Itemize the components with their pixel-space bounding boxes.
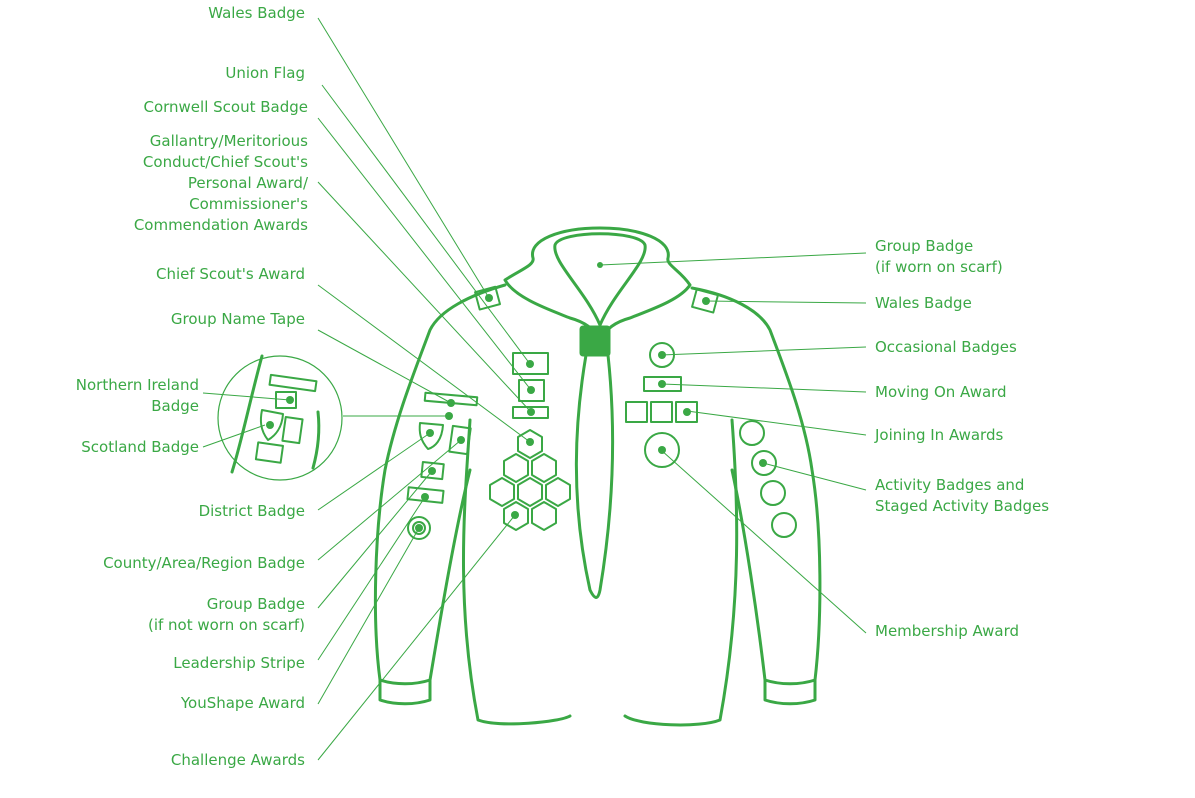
inset-circle [217,355,343,481]
label-group-name-tape: Group Name Tape [170,310,305,328]
label-challenge: Challenge Awards [170,751,305,769]
label-group-badge-scarf: Group Badge (if worn on scarf) [875,237,1003,276]
label-joining-in: Joining In Awards [875,426,1004,444]
label-membership: Membership Award [875,622,1020,640]
label-union-flag: Union Flag [225,64,305,82]
badge-dots [266,262,767,532]
collar [503,226,692,342]
label-wales-badge-right: Wales Badge [875,294,972,312]
label-leadership: Leadership Stripe [173,654,305,672]
label-activity: Activity Badges and Staged Activity Badg… [875,476,1050,515]
collar-inner [553,232,647,327]
label-cornwell: Cornwell Scout Badge [143,98,308,116]
label-group-badge-no-scarf: Group Badge (if not worn on scarf) [147,595,305,634]
label-northern-ireland: Northern Ireland Badge [75,376,199,415]
shirt-outline [373,283,507,706]
scarf [574,353,614,599]
label-moving-on: Moving On Award [875,383,1007,401]
label-youshape: YouShape Award [180,694,305,712]
label-chief-scout: Chief Scout's Award [155,265,305,283]
challenge-hexes [489,429,571,531]
woggle [579,325,611,357]
label-gallantry: Gallantry/Meritorious Conduct/Chief Scou… [133,132,308,234]
label-county: County/Area/Region Badge [103,554,305,572]
label-wales-badge-left: Wales Badge [208,4,305,22]
label-occasional: Occasional Badges [875,338,1017,356]
leader-lines [202,17,867,761]
label-district: District Badge [198,502,305,520]
label-scotland: Scotland Badge [81,438,199,456]
